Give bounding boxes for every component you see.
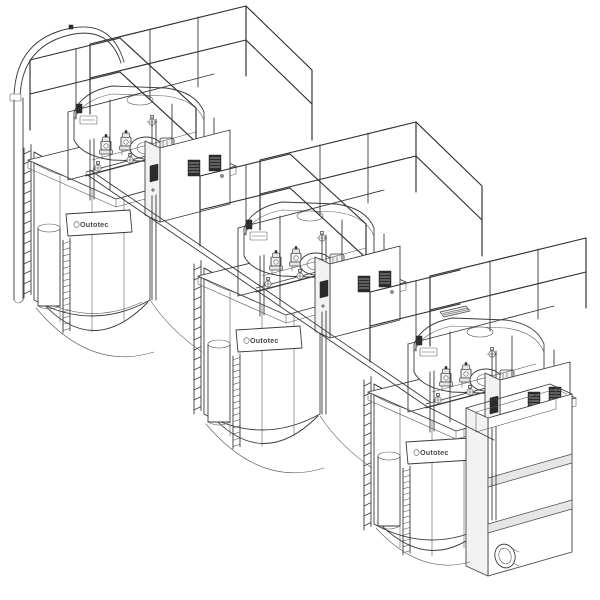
skid-machinery-3[interactable] [413,305,547,433]
handrail-3 [369,237,587,363]
standpipe-3 [377,451,401,530]
control-cabinet-2[interactable] [314,245,401,339]
support-columns [151,194,497,521]
brand-logo-text: Outotec [80,220,109,229]
vertical-pipe-1 [13,97,24,304]
logo-plate-2: Outotec [235,325,303,353]
logo-plate-3: Outotec [405,437,473,465]
stiffener-band [487,499,573,534]
stiffener-band [487,453,573,488]
standpipe-2 [207,339,231,426]
handrail-2 [199,121,483,293]
outlet-flange [494,543,520,569]
module-1[interactable]: Outotec [9,5,313,334]
brand-logo-text: Outotec [250,336,279,345]
brand-logo-text: Outotec [420,448,449,457]
standpipe-1 [37,223,61,310]
launder-tank[interactable] [465,383,573,577]
process-piping-runs [35,169,495,566]
logo-plate-1: Outotec [65,209,133,237]
